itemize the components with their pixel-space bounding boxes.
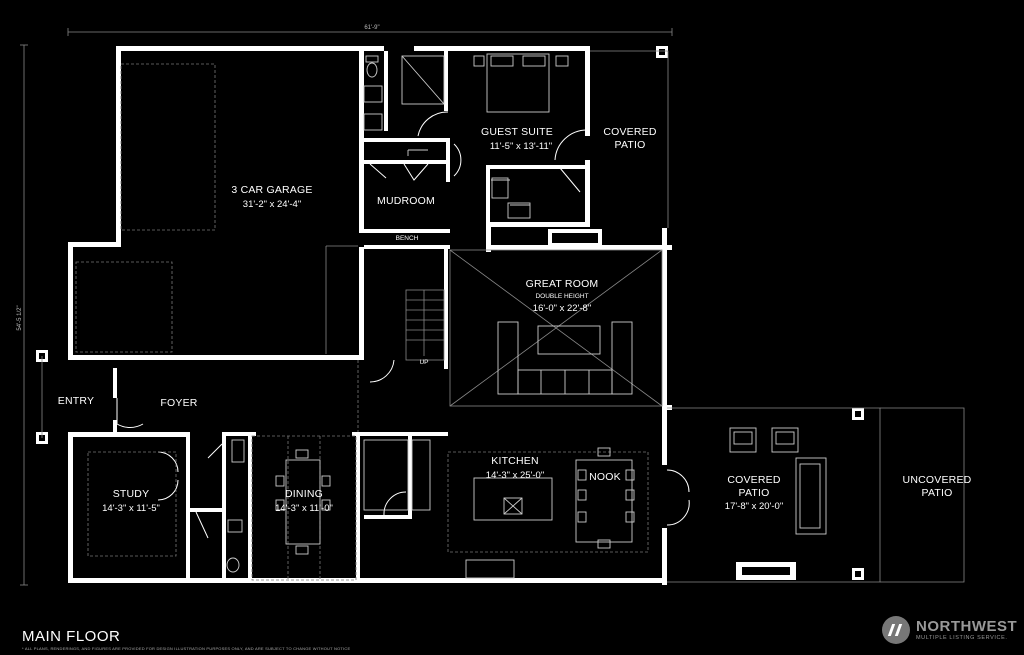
guest-suite-label: GUEST SUITE: [481, 126, 553, 138]
entry-label: ENTRY: [58, 395, 94, 407]
brand-logo: NORTHWEST MULTIPLE LISTING SERVICE.: [882, 616, 1017, 644]
kitchen-dims: 14'-3" x 25'-0": [486, 470, 544, 481]
great-room-label: GREAT ROOM: [526, 278, 599, 290]
covered-patio-right-label-2: PATIO: [739, 487, 770, 499]
uncovered-patio-label-2: PATIO: [922, 487, 953, 499]
garage-parking-bays: [75, 63, 358, 354]
brand-name: NORTHWEST: [916, 617, 1018, 635]
garage-label: 3 CAR GARAGE: [231, 184, 312, 196]
dining-label: DINING: [285, 488, 323, 500]
dining-dims: 14'-3" x 11'-0": [275, 503, 333, 514]
overall-depth-label: 54'-5 1/2": [17, 305, 23, 330]
dimension-lines: 61'-9" 54'-5 1/2": [17, 25, 673, 586]
mudroom-label: MUDROOM: [377, 195, 435, 207]
covered-patio-top-label-2: PATIO: [615, 139, 646, 151]
covered-patio-top-label-1: COVERED: [603, 126, 657, 138]
guest-bed: [473, 53, 569, 113]
floor-title: MAIN FLOOR: [22, 628, 121, 645]
kitchen-label: KITCHEN: [491, 455, 539, 467]
kitchen-island: [363, 439, 649, 579]
door-swings: [116, 111, 690, 539]
great-room-details: [449, 229, 663, 407]
nwmls-logo-icon: [882, 616, 910, 644]
guest-suite-dims: 11'-5" x 13'-11": [490, 141, 552, 152]
bath-fixtures: [226, 55, 445, 573]
study-dims: 14'-3" x 11'-5": [102, 503, 160, 514]
covered-patio-right-dims: 17'-8" x 20'-0": [725, 501, 783, 512]
stair-up-label: UP: [419, 359, 428, 366]
staircase: [357, 289, 445, 432]
great-room-note: DOUBLE HEIGHT: [535, 293, 588, 300]
study-desk: [87, 451, 177, 557]
room-labels: 3 CAR GARAGE 31'-2" x 24'-4" GUEST SUITE…: [58, 126, 972, 514]
study-label: STUDY: [113, 488, 150, 500]
brand-text: NORTHWEST MULTIPLE LISTING SERVICE.: [916, 619, 1017, 642]
foyer-label: FOYER: [160, 397, 197, 409]
bench-label: BENCH: [396, 235, 419, 242]
uncovered-patio-label-1: UNCOVERED: [903, 474, 972, 486]
dining-table: [251, 435, 357, 581]
garage-dims: 31'-2" x 24'-4": [243, 199, 301, 210]
closet-shelving: [231, 149, 531, 463]
exterior-walls: [68, 46, 672, 585]
covered-patio-right-label-1: COVERED: [727, 474, 781, 486]
patio-outlines: [41, 50, 965, 583]
overall-width-label: 61'-9": [364, 25, 379, 31]
nook-label: NOOK: [589, 471, 621, 483]
brand-tagline: MULTIPLE LISTING SERVICE.: [916, 634, 1008, 641]
interior-walls: [186, 51, 590, 582]
great-room-dims: 16'-0" x 22'-8": [533, 303, 591, 314]
disclaimer-text: * ALL PLANS, RENDERINGS, AND FIGURES ARE…: [22, 646, 351, 651]
patio-furniture: [729, 427, 827, 535]
